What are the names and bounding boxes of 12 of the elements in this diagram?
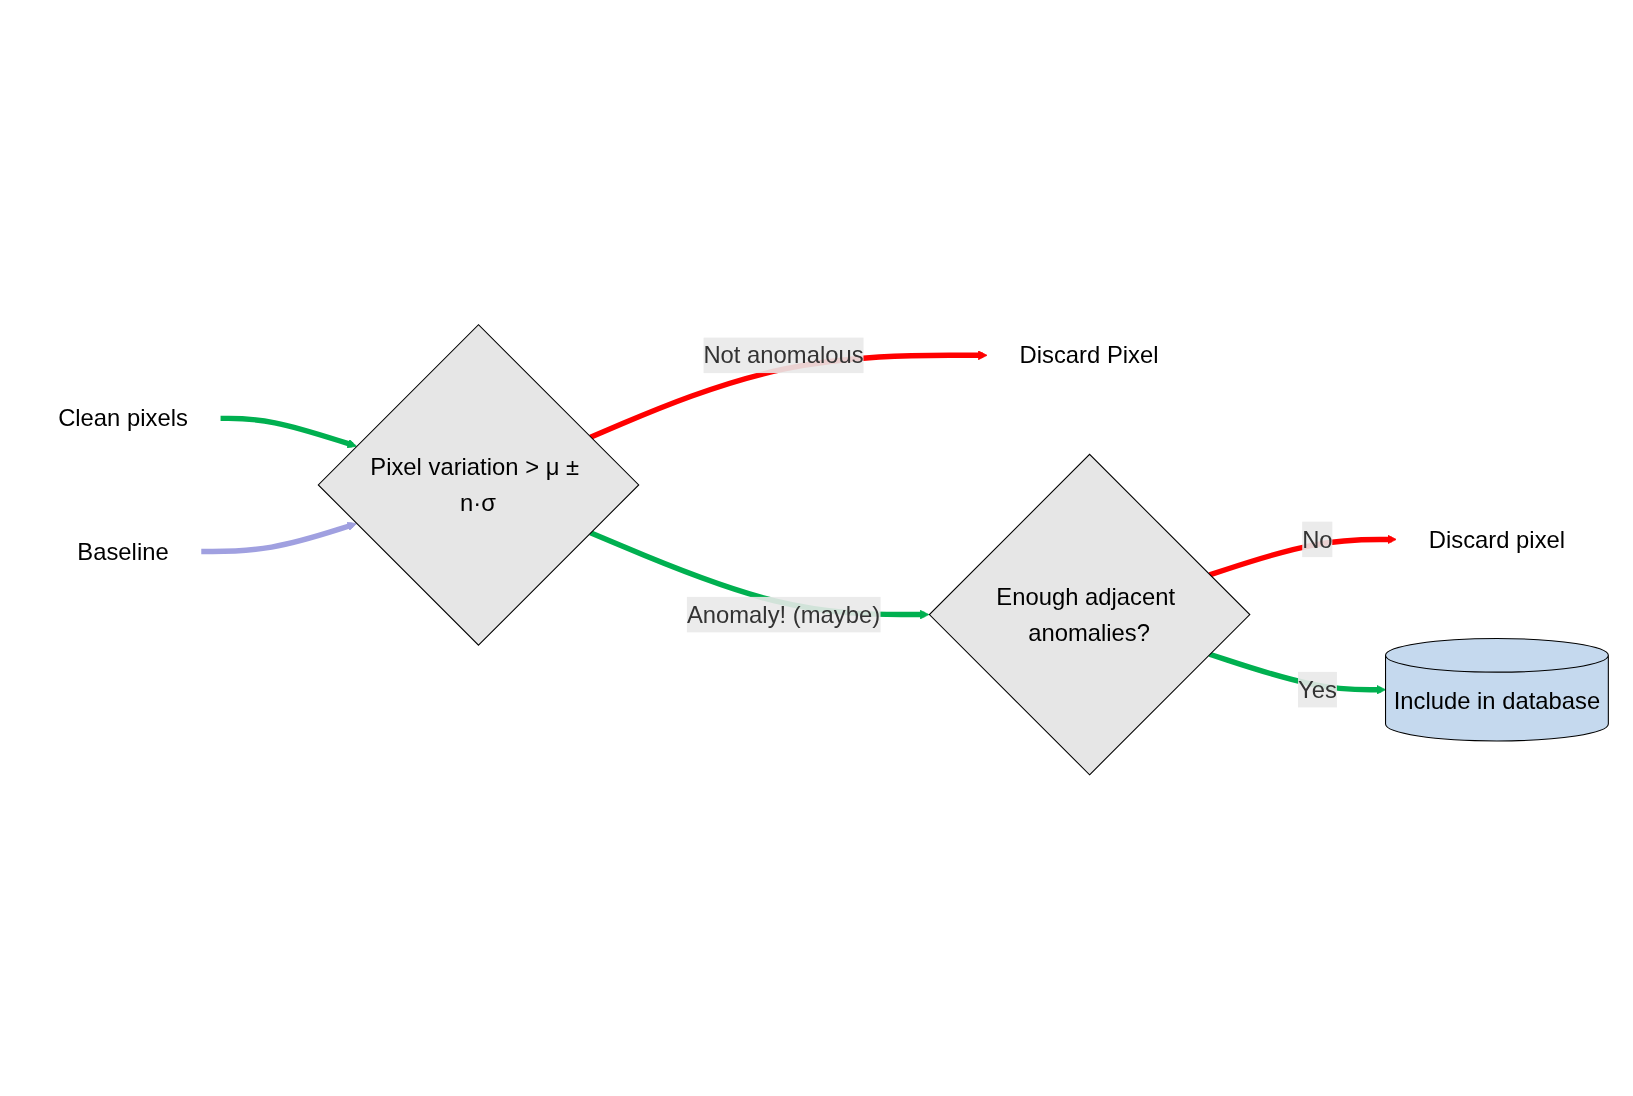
node-text: Baseline (76, 537, 169, 566)
edge-label: No (1301, 525, 1333, 553)
edge-label: Anomaly! (maybe) (686, 601, 880, 629)
node-text: Clean pixels (57, 404, 188, 432)
node-text: Discard pixel (1428, 525, 1565, 553)
node-diamond: Pixel variation > μ ± n·σ (317, 323, 639, 646)
node-diamond: Enough adjacent anomalies? (928, 453, 1251, 776)
arrow (200, 521, 357, 555)
node-text: Discard Pixel (1019, 341, 1159, 369)
edge-label: Yes (1297, 676, 1337, 704)
arrow (219, 415, 357, 449)
edge-label: Not anomalous (702, 341, 864, 369)
